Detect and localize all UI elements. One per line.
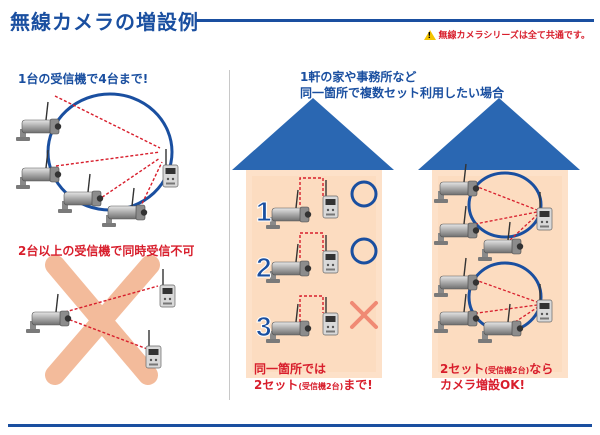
case1-diagram xyxy=(15,92,179,228)
caption-small: (受信機2台) xyxy=(484,366,530,375)
right-heading-line2: 同一箇所で複数セット利用したい場合 xyxy=(300,86,505,100)
common-notice-text: 無線カメラシリーズは全て共通です。 xyxy=(438,31,590,41)
camera-icon xyxy=(57,173,104,214)
receiver-icon xyxy=(159,268,176,308)
title-rule xyxy=(196,19,594,22)
right-heading-line1: 1軒の家や事務所など xyxy=(300,70,417,84)
row-number: 3 xyxy=(256,311,272,342)
house1-caption-line1: 同一箇所では xyxy=(254,362,327,376)
case1-label: 1台の受信機で4台まで! xyxy=(18,72,149,86)
receiver-icon xyxy=(145,329,162,369)
caption-part: なら xyxy=(529,362,554,376)
house2 xyxy=(418,98,580,378)
house1-caption-line2: 2セット(受信機2台)まで! xyxy=(254,376,373,393)
warning-icon xyxy=(423,29,436,40)
caption-part: 2セット xyxy=(440,362,485,376)
house1 xyxy=(232,98,394,378)
camera-icon xyxy=(15,101,62,142)
case2-label: 2台以上の受信機で同時受信不可 xyxy=(18,244,195,258)
page-title: 無線カメラの増設例 xyxy=(10,10,199,34)
house2-caption-line2: カメラ増設OK! xyxy=(440,378,525,392)
camera-icon xyxy=(25,293,72,334)
caption-small: (受信機2台) xyxy=(298,382,344,391)
bottom-rule xyxy=(8,424,592,427)
ok-circle-icon xyxy=(350,180,378,208)
house2-caption-line1: 2セット(受信機2台)なら xyxy=(440,360,553,377)
ok-circle-icon xyxy=(350,237,378,265)
camera-icon xyxy=(101,187,148,228)
camera-icon xyxy=(15,149,62,190)
common-notice: 無線カメラシリーズは全て共通です。 xyxy=(423,28,590,41)
section-divider xyxy=(229,70,230,400)
caption-part: 2セット xyxy=(254,378,299,392)
caption-part: まで! xyxy=(343,378,373,392)
case2-diagram xyxy=(25,255,176,385)
row-number: 2 xyxy=(256,252,272,283)
row-number: 1 xyxy=(256,196,272,227)
ng-cross-icon xyxy=(350,301,378,329)
